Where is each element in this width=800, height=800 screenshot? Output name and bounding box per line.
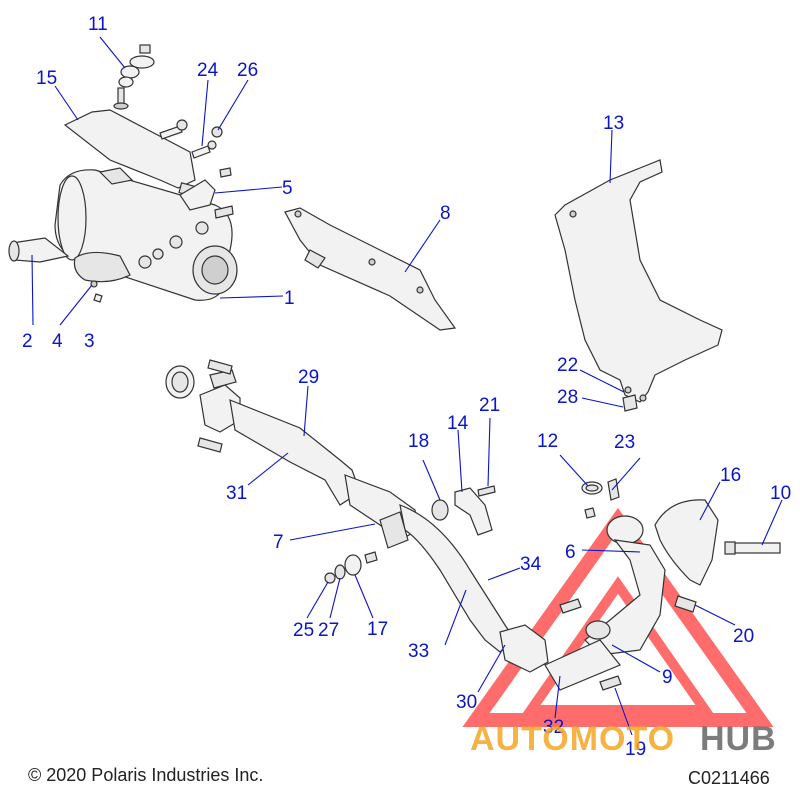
callout-25: 25 [293, 620, 314, 641]
callout-12: 12 [537, 431, 558, 452]
callout-15: 15 [36, 68, 57, 89]
callout-19: 19 [625, 739, 646, 760]
callout-24: 24 [197, 60, 219, 81]
callout-23: 23 [614, 432, 635, 453]
callout-27: 27 [318, 620, 339, 641]
callout-1: 1 [284, 288, 295, 309]
watermark-text: AUTOMOTO HUB [470, 720, 777, 758]
callout-11: 11 [88, 14, 108, 35]
exhaust-pipe [165, 365, 549, 673]
callout-9: 9 [662, 667, 673, 688]
callout-14: 14 [447, 413, 469, 434]
callout-5: 5 [282, 178, 293, 199]
shield-nut [622, 386, 638, 412]
callout-34: 34 [520, 554, 542, 575]
callout-2: 2 [22, 331, 33, 352]
watermark-text-b: HUB [700, 720, 777, 758]
washer-stack [324, 551, 378, 584]
callout-22: 22 [557, 355, 578, 376]
springs [197, 359, 622, 691]
muffler-fasteners [90, 280, 103, 303]
callout-13: 13 [603, 113, 624, 134]
callout-32: 32 [543, 717, 564, 738]
shield-bolts [159, 119, 223, 159]
header-shield [654, 499, 719, 586]
pipe-bracket [431, 485, 496, 536]
head-pipe [544, 515, 666, 691]
muffler-bracket [179, 167, 234, 219]
callout-16: 16 [720, 465, 741, 486]
watermark-text-a: AUTOMOTO [470, 720, 675, 758]
callout-29: 29 [298, 367, 319, 388]
callout-8: 8 [440, 203, 451, 224]
callout-4: 4 [52, 331, 63, 352]
grommet-stack [113, 44, 155, 110]
skid-shield [554, 159, 723, 403]
callout-10: 10 [770, 483, 791, 504]
callout-20: 20 [733, 626, 754, 647]
callout-17: 17 [367, 619, 388, 640]
o2-sensor [724, 541, 781, 555]
callout-18: 18 [408, 431, 429, 452]
tip-cone [8, 237, 70, 263]
callout-28: 28 [557, 387, 578, 408]
callout-3: 3 [84, 331, 95, 352]
pipe-heat-shield [284, 207, 457, 331]
leader-lines [31, 36, 783, 736]
muffler [54, 167, 238, 301]
callout-33: 33 [408, 641, 429, 662]
callout-6: 6 [565, 542, 576, 563]
callout-31: 31 [226, 483, 247, 504]
copyright-text: © 2020 Polaris Industries Inc. [28, 765, 263, 785]
watermark-triangle [462, 507, 774, 727]
callout-26: 26 [237, 60, 258, 81]
callout-numbers: 1 2 3 4 5 6 7 8 9 10 11 12 13 14 15 16 1… [22, 14, 791, 760]
callout-30: 30 [456, 692, 477, 713]
diagram-code: C0211466 [688, 768, 770, 788]
callout-21: 21 [479, 395, 500, 416]
callout-7: 7 [273, 532, 284, 553]
plug [674, 595, 697, 613]
